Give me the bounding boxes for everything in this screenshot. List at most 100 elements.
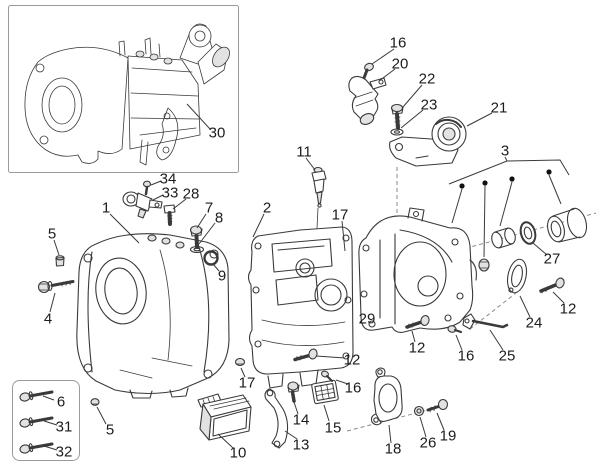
callout-17[interactable]: 17: [332, 207, 349, 224]
part-bolt-4: [37, 280, 75, 294]
callout-29[interactable]: 29: [359, 311, 376, 328]
leader-line-12: [411, 330, 416, 343]
callout-16[interactable]: 16: [458, 348, 475, 365]
callout-30[interactable]: 30: [209, 125, 226, 142]
callout-16[interactable]: 16: [390, 35, 407, 52]
part-plug-5-left: [55, 255, 65, 267]
leader-line-26: [419, 416, 427, 438]
part-grille-15: [311, 379, 339, 405]
hardware-box: [12, 380, 80, 461]
part-screw-16-grille: [321, 370, 333, 382]
leader-line-17: [341, 220, 346, 252]
callout-24[interactable]: 24: [526, 315, 543, 332]
callout-12[interactable]: 12: [344, 352, 361, 369]
part-bolt-19: [426, 398, 449, 413]
leader-line-6: [42, 395, 55, 401]
callout-28[interactable]: 28: [183, 186, 200, 203]
leader-line-25: [489, 329, 504, 351]
part-bracket-13: [264, 388, 289, 449]
part-bolt-14: [287, 381, 300, 403]
reference-dot-3: [509, 176, 515, 182]
inset-frame: [8, 5, 239, 173]
callout-33[interactable]: 33: [162, 185, 179, 202]
reference-dot-leader-3: [499, 181, 513, 227]
callout-12[interactable]: 12: [409, 340, 426, 357]
part-plug-28: [163, 204, 176, 226]
callout-34[interactable]: 34: [160, 171, 177, 188]
callout-11[interactable]: 11: [296, 144, 312, 161]
part-lever-25: [462, 313, 509, 330]
part-bolt-6: [19, 390, 54, 402]
part-speed-sensor-20: [348, 62, 387, 125]
leader-line-1: [109, 213, 140, 244]
part-gasket-24: [506, 258, 528, 294]
leader-line-5: [53, 239, 60, 256]
callout-1[interactable]: 1: [102, 200, 110, 217]
leader-line-5: [96, 406, 107, 425]
callout-20[interactable]: 20: [392, 56, 409, 73]
callout-22[interactable]: 22: [419, 71, 436, 88]
leader-line-17: [240, 367, 246, 378]
leader-line-11: [305, 157, 316, 171]
leader-line-10: [217, 433, 234, 449]
callout-12[interactable]: 12: [560, 301, 577, 318]
leader-line-33: [152, 194, 164, 201]
part-plug-5-bottom: [90, 398, 100, 406]
callout-17[interactable]: 17: [239, 375, 256, 392]
callout-5[interactable]: 5: [48, 226, 56, 243]
leader-line-31: [43, 420, 58, 426]
callout-14[interactable]: 14: [293, 412, 310, 429]
leader-line-16: [455, 334, 463, 351]
leader-line-8: [198, 222, 216, 245]
leader-line-12: [552, 291, 565, 304]
callout-16[interactable]: 16: [345, 380, 362, 397]
callout-5[interactable]: 5: [106, 422, 114, 439]
leader-line-9: [212, 263, 220, 272]
callout-26[interactable]: 26: [420, 435, 437, 452]
part-screw-16-right: [447, 325, 463, 334]
callout-10[interactable]: 10: [230, 445, 247, 462]
callout-6[interactable]: 6: [57, 394, 65, 411]
callout-15[interactable]: 15: [325, 420, 342, 437]
part-ecu-10: [197, 393, 252, 441]
leader-line-16: [335, 379, 349, 385]
callout-21[interactable]: 21: [491, 100, 508, 117]
callout-7[interactable]: 7: [205, 200, 213, 217]
leader-line-32: [43, 445, 58, 451]
leader-line-13: [284, 430, 298, 440]
leader-line-22: [402, 84, 423, 108]
callout-19[interactable]: 19: [440, 428, 457, 445]
part-case-rear: [358, 207, 477, 333]
leader-line-4: [49, 292, 56, 313]
callout-8[interactable]: 8: [215, 210, 223, 227]
callout-9[interactable]: 9: [218, 268, 226, 285]
reference-dot-leader-2: [483, 185, 486, 258]
callout-18[interactable]: 18: [385, 441, 402, 458]
part-sensor-33: [122, 180, 163, 219]
leader-line-27: [532, 242, 548, 256]
callout-25[interactable]: 25: [499, 348, 516, 365]
callout-3[interactable]: 3: [501, 143, 509, 160]
callout-27[interactable]: 27: [544, 251, 561, 268]
part-bolt-7-washer-8: [189, 225, 205, 254]
callout-23[interactable]: 23: [421, 97, 438, 114]
leader-line-21: [466, 112, 493, 127]
part-case-middle: [247, 226, 354, 389]
leader-line-14: [293, 401, 299, 415]
callout-4[interactable]: 4: [44, 311, 52, 328]
callout-13[interactable]: 13: [293, 437, 310, 454]
part-plug-17-bottom: [234, 357, 246, 367]
part-gasket-18: [370, 367, 403, 426]
callout-32[interactable]: 32: [56, 444, 73, 461]
part-bolt-12-mid: [405, 315, 430, 329]
leader-line-12: [315, 355, 346, 359]
reference-dot-2: [482, 180, 488, 186]
leader-line-24: [519, 295, 531, 318]
callout-2[interactable]: 2: [263, 200, 271, 217]
part-bolt-12-bottom: [293, 348, 318, 362]
leader-line-23: [400, 109, 424, 129]
callout-31[interactable]: 31: [56, 419, 73, 436]
reference-dot-leader-4: [548, 174, 562, 205]
leader-line-16: [371, 48, 395, 65]
